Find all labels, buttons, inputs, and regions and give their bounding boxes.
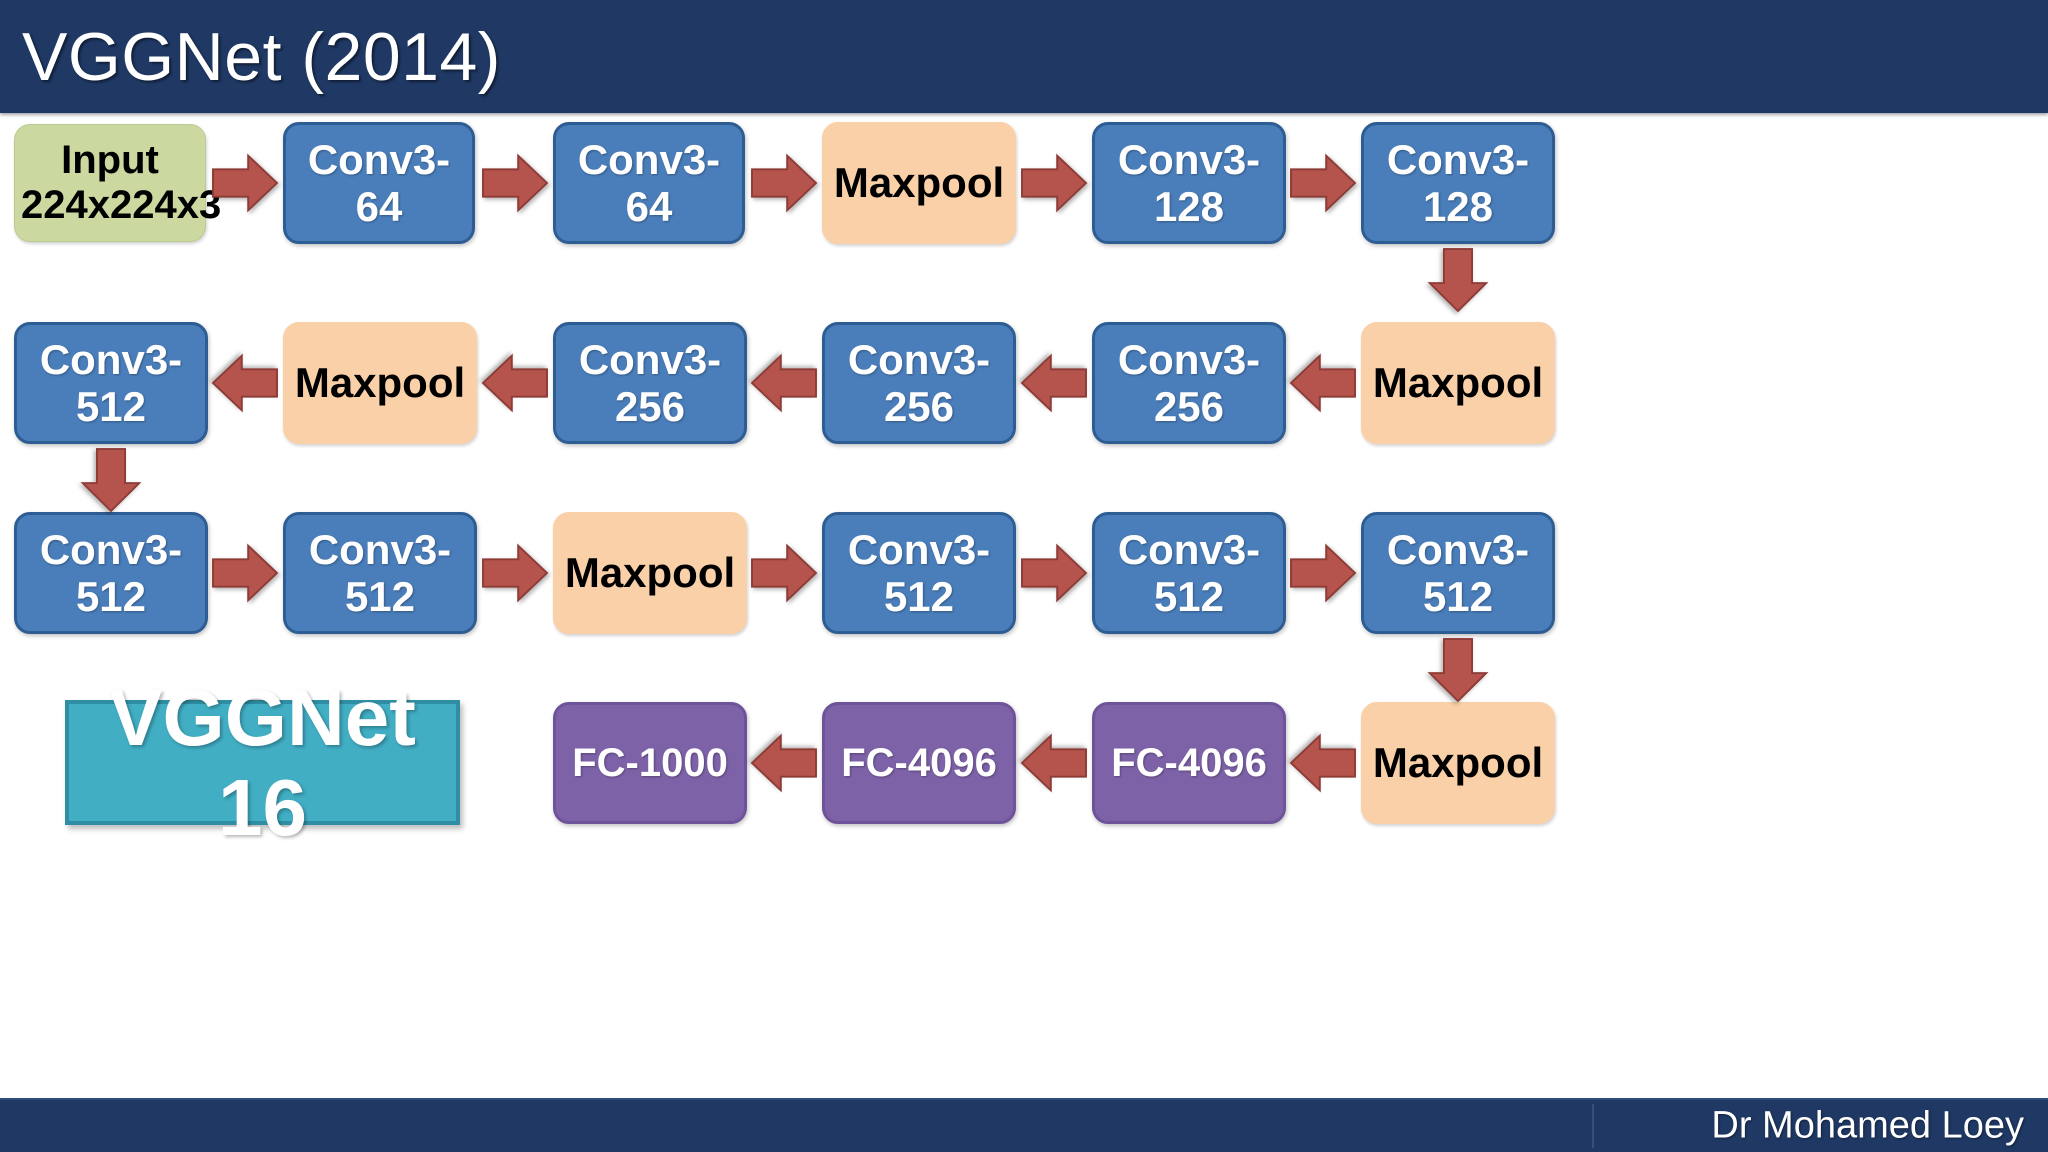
layer-node-conv3-64[interactable]: Conv3-64 [283, 122, 475, 244]
layer-node-label: Maxpool [1372, 359, 1544, 407]
layer-node-conv3-64[interactable]: Conv3-64 [553, 122, 745, 244]
title-bar: VGGNet (2014) [0, 0, 2048, 113]
layer-node-label: Conv3-512 [308, 525, 452, 620]
layer-node-label: Maxpool [564, 549, 736, 597]
layer-node-label: Conv3-128 [1117, 135, 1261, 230]
flow-arrow-left-icon [750, 352, 817, 414]
flow-arrow-down-icon [1426, 248, 1490, 313]
flow-arrow-left-icon [481, 352, 548, 414]
flow-arrow-left-icon [1289, 352, 1356, 414]
flow-arrow-left-icon [750, 732, 817, 794]
layer-node-conv3-512[interactable]: Conv3-512 [283, 512, 477, 634]
vggnet-16-badge: VGGNet 16 [65, 673, 460, 852]
layer-node-fc-1000[interactable]: FC-1000 [553, 702, 747, 824]
layer-node-conv3-256[interactable]: Conv3-256 [1092, 322, 1286, 444]
layer-node-input-224x224x3[interactable]: Input 224x224x3 [14, 124, 222, 242]
flow-arrow-right-icon [212, 542, 279, 604]
layer-node-label: Conv3-256 [1117, 335, 1261, 430]
flow-arrow-down-icon [1426, 638, 1490, 703]
layer-node-label: FC-1000 [572, 740, 728, 785]
layer-node-conv3-512[interactable]: Conv3-512 [14, 512, 208, 634]
flow-arrow-left-icon [1020, 352, 1087, 414]
footer-bar: Dr Mohamed Loey [0, 1098, 2048, 1152]
footer-divider [1592, 1104, 1594, 1148]
layer-node-label: Conv3-64 [577, 135, 721, 230]
layer-node-fc-4096[interactable]: FC-4096 [1092, 702, 1286, 824]
flow-arrow-right-icon [1021, 542, 1088, 604]
layer-node-conv3-512[interactable]: Conv3-512 [14, 322, 208, 444]
layer-node-conv3-512[interactable]: Conv3-512 [1092, 512, 1286, 634]
flow-arrow-right-icon [212, 152, 279, 214]
flow-arrow-down-icon [79, 448, 143, 513]
layer-node-conv3-512[interactable]: Conv3-512 [822, 512, 1016, 634]
flow-arrow-right-icon [1290, 152, 1357, 214]
flow-arrow-right-icon [482, 542, 549, 604]
flow-arrow-right-icon [482, 152, 549, 214]
flow-arrow-right-icon [751, 152, 818, 214]
layer-node-fc-4096[interactable]: FC-4096 [822, 702, 1016, 824]
flow-arrow-right-icon [1021, 152, 1088, 214]
layer-node-maxpool[interactable]: Maxpool [283, 322, 477, 444]
layer-node-label: Conv3-256 [847, 335, 991, 430]
flow-arrow-right-icon [1290, 542, 1357, 604]
layer-node-label: Maxpool [1372, 739, 1544, 787]
layer-node-label: Maxpool [294, 359, 466, 407]
layer-node-conv3-128[interactable]: Conv3-128 [1092, 122, 1286, 244]
flow-arrow-right-icon [751, 542, 818, 604]
flow-arrow-left-icon [211, 352, 278, 414]
layer-node-label: Conv3-512 [1117, 525, 1261, 620]
layer-node-label: Input 224x224x3 [21, 138, 222, 227]
layer-node-label: FC-4096 [841, 740, 997, 785]
layer-node-label: Conv3-512 [39, 335, 183, 430]
layer-node-conv3-512[interactable]: Conv3-512 [1361, 512, 1555, 634]
layer-node-maxpool[interactable]: Maxpool [822, 122, 1016, 244]
layer-node-maxpool[interactable]: Maxpool [553, 512, 747, 634]
layer-node-conv3-256[interactable]: Conv3-256 [553, 322, 747, 444]
layer-node-label: Conv3-512 [1386, 525, 1530, 620]
layer-node-label: Maxpool [833, 159, 1005, 207]
layer-node-maxpool[interactable]: Maxpool [1361, 702, 1555, 824]
layer-node-label: Conv3-512 [847, 525, 991, 620]
flow-arrow-left-icon [1289, 732, 1356, 794]
layer-node-label: Conv3-64 [307, 135, 451, 230]
layer-node-label: Conv3-128 [1386, 135, 1530, 230]
author-credit: Dr Mohamed Loey [1711, 1104, 2024, 1147]
page-title: VGGNet (2014) [22, 18, 501, 95]
layer-node-label: FC-4096 [1111, 740, 1267, 785]
flow-arrow-left-icon [1020, 732, 1087, 794]
layer-node-conv3-256[interactable]: Conv3-256 [822, 322, 1016, 444]
layer-node-maxpool[interactable]: Maxpool [1361, 322, 1555, 444]
layer-node-conv3-128[interactable]: Conv3-128 [1361, 122, 1555, 244]
layer-node-label: Conv3-256 [578, 335, 722, 430]
vggnet-16-badge-label: VGGNet 16 [109, 672, 416, 852]
layer-node-label: Conv3-512 [39, 525, 183, 620]
